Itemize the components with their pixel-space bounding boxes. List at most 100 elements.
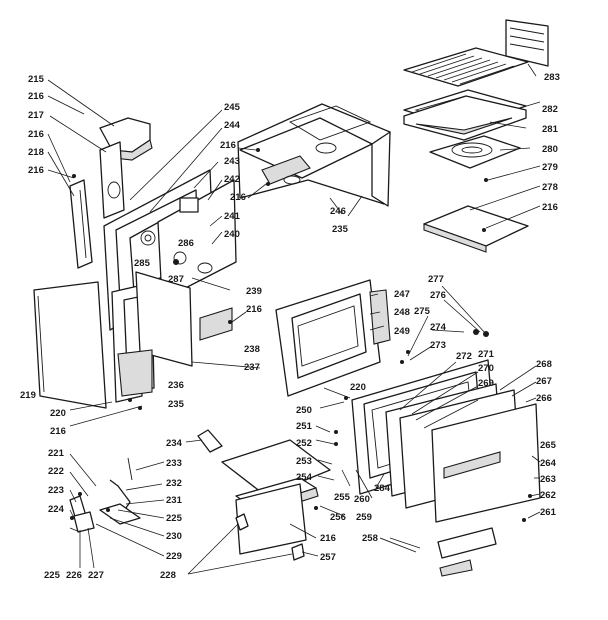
label-266: 266 — [536, 393, 552, 404]
label-233: 233 — [166, 458, 182, 469]
label-263: 263 — [540, 474, 556, 485]
label-274: 274 — [430, 322, 447, 333]
label-272: 272 — [456, 351, 472, 362]
label-260: 260 — [354, 494, 370, 505]
label-216: 216 — [320, 533, 336, 544]
rack-guide-283 — [505, 19, 549, 67]
label-246: 246 — [330, 206, 346, 217]
part-number-labels: 215 216 217 216 218 216 245 244 216 243 … — [20, 72, 560, 581]
label-232: 232 — [166, 478, 182, 489]
label-225: 225 — [44, 570, 61, 581]
kick-plate-257 — [235, 483, 307, 555]
label-235: 235 — [168, 399, 185, 410]
label-253: 253 — [296, 456, 312, 467]
label-241: 241 — [224, 211, 241, 222]
burner-shield-234 — [197, 429, 223, 453]
label-268: 268 — [536, 359, 552, 370]
label-215: 215 — [28, 74, 45, 85]
label-269: 269 — [478, 378, 494, 389]
label-220: 220 — [50, 408, 66, 419]
label-224: 224 — [48, 504, 65, 515]
drawer-pull-258 — [379, 527, 497, 577]
cooktop-main-top-235 — [237, 103, 391, 207]
label-281: 281 — [542, 124, 559, 135]
label-248: 248 — [394, 307, 410, 318]
label-216: 216 — [28, 91, 44, 102]
label-250: 250 — [296, 405, 312, 416]
oven-rack-283 — [403, 47, 529, 87]
label-226: 226 — [66, 570, 82, 581]
label-230: 230 — [166, 531, 182, 542]
label-244: 244 — [224, 120, 241, 131]
label-271: 271 — [478, 349, 495, 360]
label-216: 216 — [230, 192, 246, 203]
leader-lines — [47, 63, 541, 575]
label-216: 216 — [220, 140, 236, 151]
label-236: 236 — [168, 380, 184, 391]
label-277: 277 — [428, 274, 444, 285]
oven-door-assembly-264 — [351, 359, 541, 523]
label-242: 242 — [224, 174, 240, 185]
label-216: 216 — [28, 165, 44, 176]
label-220: 220 — [350, 382, 366, 393]
label-216: 216 — [542, 202, 558, 213]
label-282: 282 — [542, 104, 558, 115]
label-252: 252 — [296, 438, 312, 449]
hinge-parts-223 — [69, 495, 95, 533]
label-275: 275 — [414, 306, 431, 317]
label-265: 265 — [540, 440, 557, 451]
label-259: 259 — [356, 512, 372, 523]
label-249: 249 — [394, 326, 410, 337]
label-238: 238 — [244, 344, 260, 355]
label-228: 228 — [160, 570, 176, 581]
label-280: 280 — [542, 144, 558, 155]
label-276: 276 — [430, 290, 446, 301]
label-278: 278 — [542, 182, 558, 193]
label-267: 267 — [536, 376, 552, 387]
label-234: 234 — [166, 438, 183, 449]
burner-280 — [429, 135, 521, 169]
label-217: 217 — [28, 110, 44, 121]
label-261: 261 — [540, 507, 557, 518]
label-247: 247 — [394, 289, 410, 300]
label-256: 256 — [330, 512, 346, 523]
label-264: 264 — [540, 458, 557, 469]
label-218: 218 — [28, 147, 44, 158]
leveling-legs-228 — [235, 513, 305, 561]
label-255: 255 — [334, 492, 351, 503]
label-216: 216 — [50, 426, 66, 437]
label-243: 243 — [224, 156, 240, 167]
label-286: 286 — [178, 238, 194, 249]
hinge-assembly-231 — [99, 457, 141, 525]
label-219: 219 — [20, 390, 36, 401]
label-235: 235 — [332, 224, 349, 235]
label-225: 225 — [166, 513, 183, 524]
label-284: 284 — [374, 483, 391, 494]
label-216: 216 — [246, 304, 262, 315]
label-270: 270 — [478, 363, 494, 374]
label-239: 239 — [246, 286, 262, 297]
label-262: 262 — [540, 490, 556, 501]
screw-dots — [70, 148, 532, 522]
side-trim-218 — [69, 179, 93, 269]
side-panel-219 — [33, 281, 107, 409]
label-257: 257 — [320, 552, 336, 563]
control-panel-239 — [103, 169, 237, 341]
label-222: 222 — [48, 466, 64, 477]
label-223: 223 — [48, 485, 64, 496]
label-279: 279 — [542, 162, 558, 173]
label-240: 240 — [224, 229, 240, 240]
label-227: 227 — [88, 570, 104, 581]
oven-bottom-278 — [423, 205, 529, 253]
oven-door-frame-247 — [275, 279, 391, 397]
label-258: 258 — [362, 533, 378, 544]
label-221: 221 — [48, 448, 65, 459]
label-254: 254 — [296, 472, 313, 483]
label-287: 287 — [168, 274, 184, 285]
label-245: 245 — [224, 102, 241, 113]
label-285: 285 — [134, 258, 151, 269]
label-251: 251 — [296, 421, 313, 432]
label-229: 229 — [166, 551, 182, 562]
backguard-bracket-217 — [99, 141, 125, 219]
